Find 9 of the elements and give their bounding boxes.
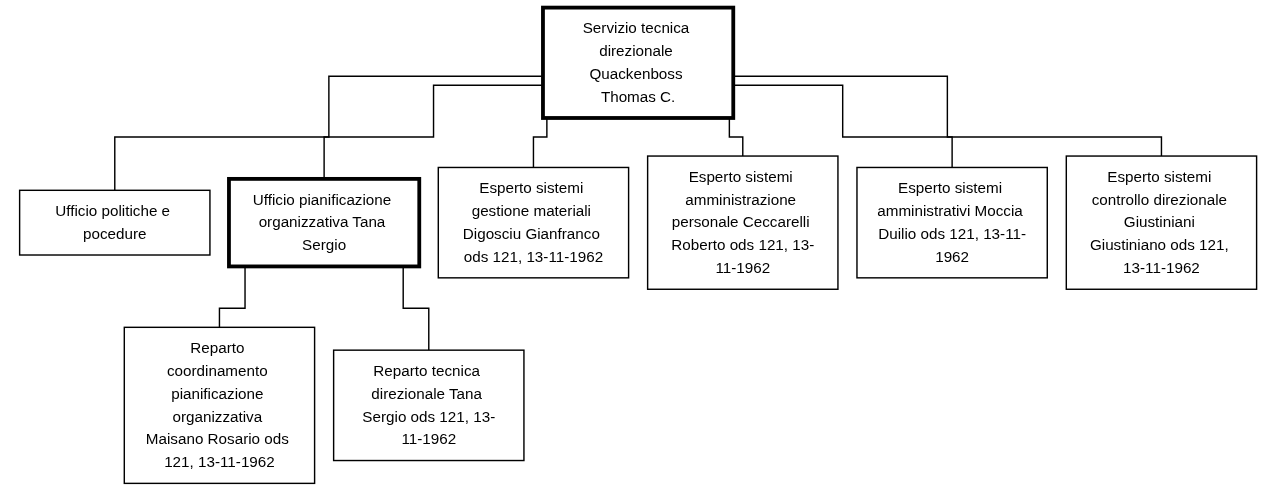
node-box: Reparto coordinamento pianificazione organizzativa Maisano Rosario ods 121, 13-11-1962 <box>123 326 316 485</box>
node-box: Reparto tecnica direzionale Tana Sergio ods 121, 13-11-1962 <box>333 349 526 462</box>
node-box: Servizio tecnica direzionale Quackenboss Thomas C. <box>541 5 736 120</box>
node-box: Esperto sistemi amministrazione personale Ceccarelli Roberto ods 121, 13-11-1962 <box>647 155 840 290</box>
node-box: Esperto sistemi controllo direzionale Giustiniani Giustiniano ods 121, 13-11-1962 <box>1065 155 1258 290</box>
node-box: Ufficio politiche e pocedure <box>19 189 212 256</box>
node-box: Esperto sistemi amministrativi Moccia Duilio ods 121, 13-11-1962 <box>856 166 1049 279</box>
node-box: Ufficio pianificazione organizzativa Tana Sergio <box>227 177 422 269</box>
node-box: Esperto sistemi gestione materiali Digosciu Gianfranco ods 121, 13-11-1962 <box>437 166 630 279</box>
